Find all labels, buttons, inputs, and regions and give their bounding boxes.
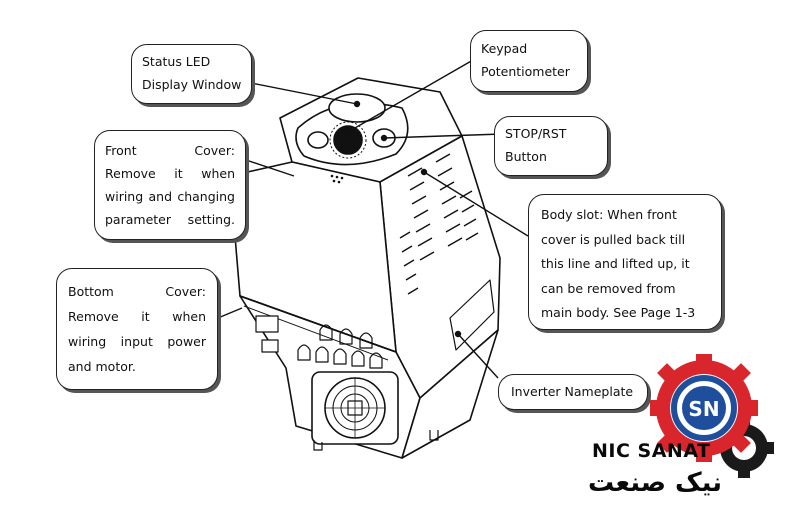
callout-line: Inverter Nameplate [511, 384, 634, 399]
blue-ring-icon [671, 375, 737, 441]
callout-inverter-nameplate: Inverter Nameplate [498, 374, 648, 410]
logo-persian-text: نیک صنعت [588, 468, 722, 498]
side-vents [399, 153, 479, 295]
callout-line: Body slot: When front [541, 207, 677, 222]
callout-line: Bottom Cover: [68, 284, 206, 299]
callout-line: cover is pulled back till [541, 231, 686, 247]
callout-front-cover: Front Cover: Remove it when wiring and c… [94, 130, 246, 240]
callout-line: parameter setting. [105, 212, 235, 227]
keypad-potentiometer-knob [333, 125, 363, 155]
inverter-unit [229, 77, 501, 459]
callout-status-led: Status LED Display Window [131, 44, 252, 104]
callout-line: Remove it when [68, 309, 206, 324]
callout-line: main body. See Page 1-3 [541, 305, 696, 320]
status-led-window [328, 93, 386, 123]
callout-line: STOP/RST [505, 126, 567, 141]
callout-line: Potentiometer [481, 64, 570, 79]
callout-line: Display Window [142, 77, 242, 92]
callout-line: Button [505, 149, 547, 164]
nameplate-area [449, 279, 495, 351]
callout-line: Front Cover: [105, 143, 235, 158]
callout-line: wiring and changing [105, 189, 235, 204]
inverter-front-face [229, 161, 397, 353]
callout-line: wiring input power [68, 334, 206, 349]
cooling-fan [311, 371, 399, 445]
callout-line: can be removed from [541, 280, 676, 296]
callout-bottom-cover: Bottom Cover: Remove it when wiring inpu… [56, 268, 218, 390]
callout-line: Keypad [481, 41, 528, 56]
callout-body-slot: Body slot: When front cover is pulled ba… [528, 194, 722, 330]
callout-stop-rst: STOP/RST Button [494, 116, 608, 176]
callout-line: and motor. [68, 359, 136, 374]
callout-keypad-potentiometer: Keypad Potentiometer [470, 30, 588, 92]
led-button-left [307, 131, 329, 149]
emblem-letters: SN [688, 397, 719, 421]
nic-sanat-logo: SN [650, 354, 774, 478]
callout-line: Remove it when [105, 166, 235, 181]
callout-line: Status LED [142, 54, 211, 69]
callout-line: this line and lifted up, it [541, 256, 690, 271]
logo-latin-text: NIC SANAT [592, 440, 711, 462]
